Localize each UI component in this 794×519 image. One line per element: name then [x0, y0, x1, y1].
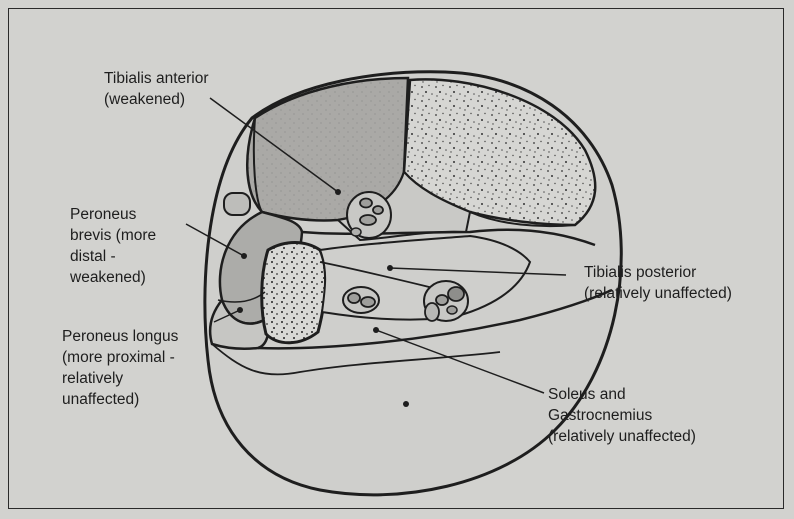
label-tibialis-anterior: Tibialis anterior (weakened) — [104, 68, 209, 110]
label-soleus-gastrocnemius: Soleus and Gastrocnemius (relatively una… — [548, 384, 696, 447]
label-peroneus-longus: Peroneus longus (more proximal - relativ… — [62, 326, 178, 410]
label-tibialis-posterior: Tibialis posterior (relatively unaffecte… — [584, 262, 732, 304]
posterior-tibial-bundle — [343, 287, 379, 313]
lateral-fascial-pocket — [224, 193, 250, 215]
gastrocnemius-marker — [403, 401, 409, 407]
anterior-neurovascular-bundle — [347, 192, 391, 238]
peroneal-bundle — [424, 281, 468, 321]
fibula-bone — [262, 243, 326, 343]
label-peroneus-brevis: Peroneus brevis (more distal - weakened) — [70, 204, 156, 288]
